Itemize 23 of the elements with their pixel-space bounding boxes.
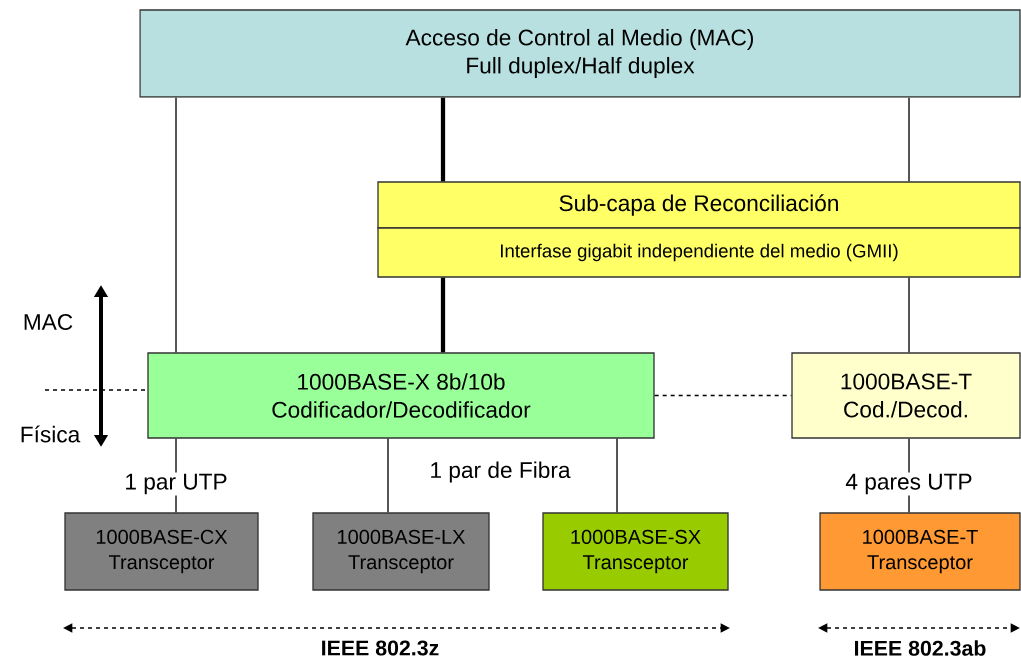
layer-box: 1000BASE-LX Transceptor (312, 512, 490, 591)
layer-box: Interfase gigabit independiente del medio (GMII) (377, 227, 1021, 278)
layer-box: 1000BASE-CX Transceptor (64, 512, 259, 591)
edge-label: 1 par UTP (123, 472, 229, 496)
layer-label: IEEE 802.3ab (855, 640, 986, 656)
connector-line (440, 277, 446, 353)
connector-line (908, 277, 910, 353)
layer-box: 1000BASE-SX Transceptor (542, 512, 729, 591)
layer-box: Acceso de Control al Medio (MAC) Full duplex/Half duplex (139, 9, 1021, 98)
edge-label: 4 pares UTP (844, 472, 974, 496)
connector-line (616, 438, 618, 513)
connector-line (440, 97, 446, 182)
connector-line (175, 97, 177, 353)
layer-box: 1000BASE-T Transceptor (819, 512, 1021, 591)
layer-box: 1000BASE-T Cod./Decod. (791, 352, 1021, 439)
layer-label: IEEE 802.3z (322, 640, 439, 656)
layer-box: Sub-capa de Reconciliación (377, 181, 1021, 229)
layer-label: Física (21, 425, 81, 443)
connector-line (908, 97, 910, 182)
layer-label: MAC (24, 314, 73, 331)
connector-line (387, 438, 389, 513)
layer-label: 1 par de Fibra (431, 461, 571, 483)
layer-box: 1000BASE-X 8b/10b Codificador/Decodificador (147, 352, 655, 439)
